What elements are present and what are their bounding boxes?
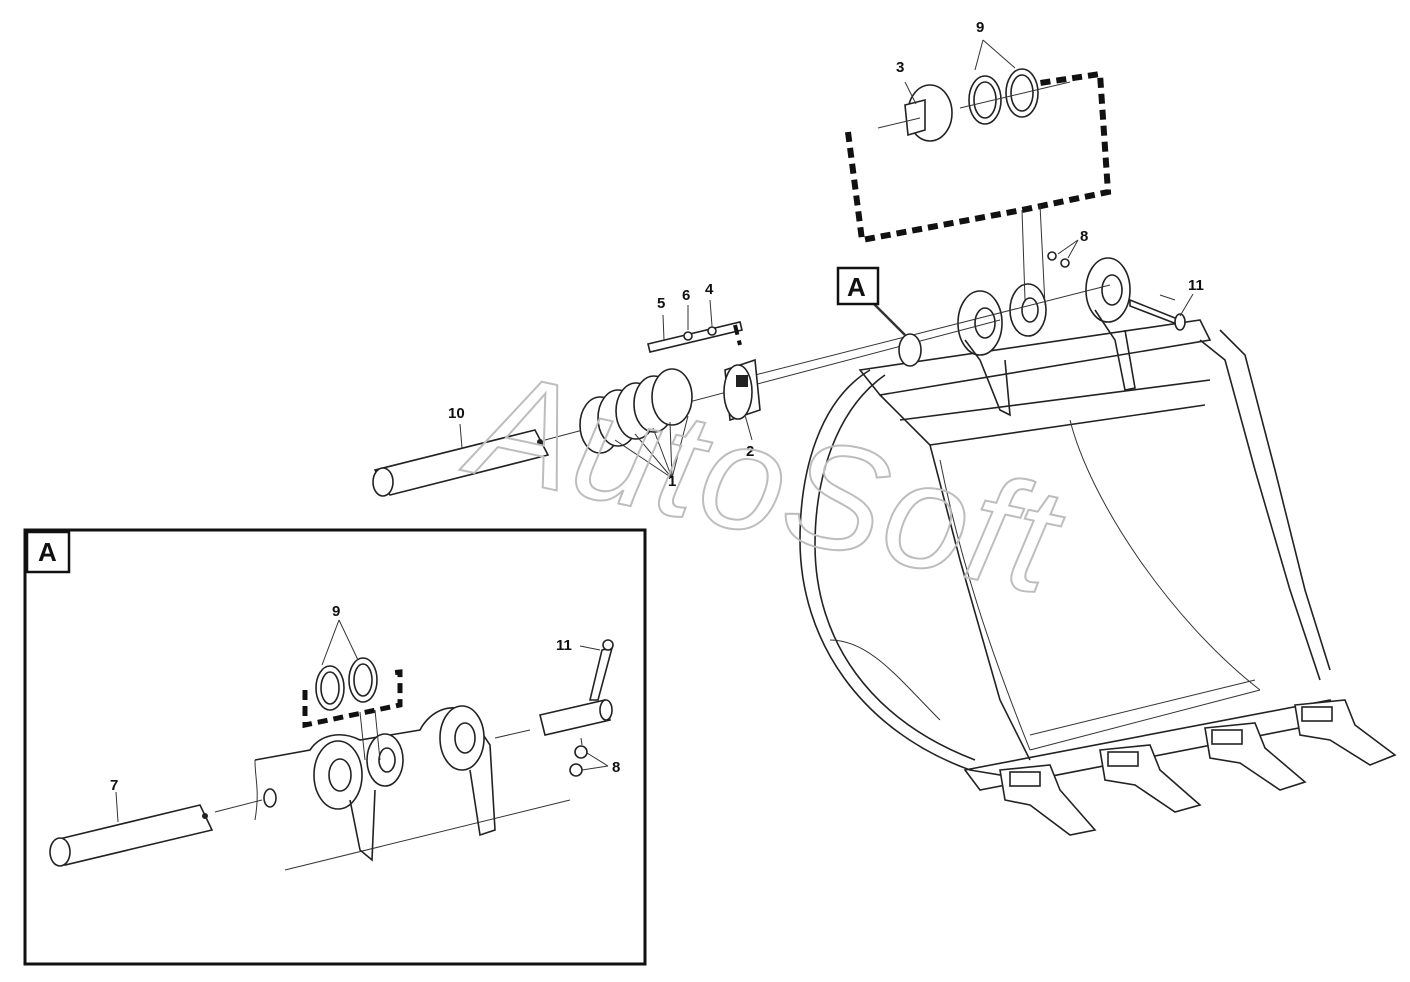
o-ring-detail-a: [898, 333, 922, 367]
hinge-bosses: [957, 257, 1136, 417]
detail-inset-a: A: [23, 528, 647, 966]
callout-3: 3: [896, 59, 904, 76]
inset-callout-11: 11: [556, 637, 572, 654]
inset-callout-8: 8: [612, 759, 620, 776]
bolt-8: [1047, 251, 1070, 268]
o-rings-9: [968, 68, 1039, 125]
tooth: [1294, 699, 1397, 766]
callout-2: 2: [746, 443, 754, 460]
detail-a-marker: A: [836, 266, 880, 306]
tooth: [1099, 744, 1202, 813]
pin-assembly: [372, 68, 1186, 497]
callout-5: 5: [657, 295, 665, 312]
svg-text:A: A: [847, 272, 866, 302]
main-callouts: 1 2 3 4 5 6 8 9 10 11: [448, 19, 1204, 490]
spacer-3: [904, 84, 953, 142]
shim-pack: [579, 368, 693, 454]
group-bracket-top: [845, 70, 1112, 244]
callout-9: 9: [976, 19, 984, 36]
inset-callout-9: 9: [332, 603, 340, 620]
bushing-2: [723, 358, 761, 422]
callout-11: 11: [1188, 277, 1204, 294]
bucket-teeth: [999, 699, 1397, 836]
pin-10: [372, 429, 550, 497]
leader-lines: [459, 39, 1194, 479]
inset-label: A: [38, 537, 57, 567]
tooth: [999, 764, 1097, 836]
callout-4: 4: [705, 281, 714, 298]
inset-callout-7: 7: [110, 777, 118, 794]
callout-6: 6: [682, 287, 690, 304]
callout-10: 10: [448, 405, 465, 422]
lock-pin-11: [1129, 294, 1186, 331]
bolt-washer-set: [647, 321, 743, 353]
callout-8: 8: [1080, 228, 1088, 245]
callout-1: 1: [668, 473, 676, 490]
pin-7: [49, 804, 214, 867]
tooth: [1204, 722, 1307, 791]
